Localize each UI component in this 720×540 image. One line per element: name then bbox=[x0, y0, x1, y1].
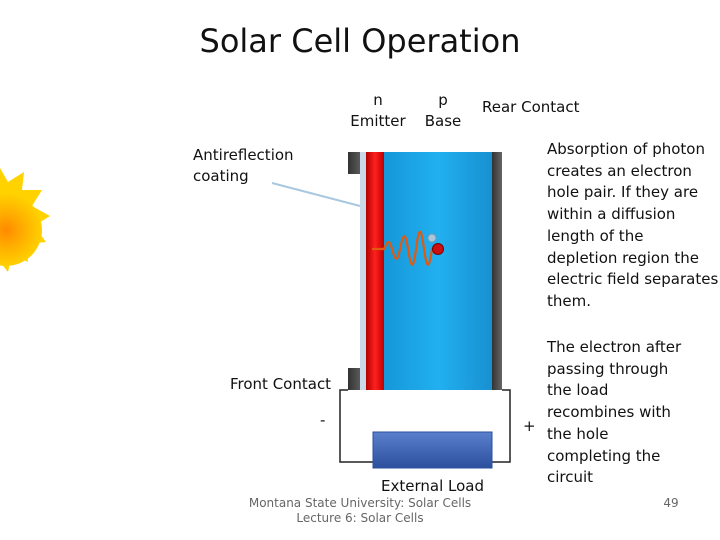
slide-title: Solar Cell Operation bbox=[199, 22, 521, 60]
recombination-note-line: The electron after bbox=[547, 338, 682, 356]
minus-label: - bbox=[320, 411, 326, 429]
antireflection-layer bbox=[360, 152, 366, 390]
absorption-note-line: depletion region the bbox=[547, 248, 699, 267]
p-label-top: p bbox=[438, 91, 448, 109]
absorption-note: Absorption of photon creates an electron… bbox=[547, 139, 719, 313]
recombination-note-line: recombines with bbox=[547, 403, 671, 422]
recombination-note-line: circuit bbox=[547, 468, 594, 487]
antireflection-label-line1: Antireflection bbox=[193, 146, 294, 164]
absorption-note-line: them. bbox=[547, 291, 591, 310]
plus-label: + bbox=[523, 417, 536, 435]
sun-icon bbox=[0, 168, 50, 272]
footer-line2: Lecture 6: Solar Cells bbox=[296, 511, 424, 525]
absorption-note-line: hole pair. If they are bbox=[547, 183, 699, 202]
wire-positive bbox=[492, 389, 511, 463]
n-emitter-layer bbox=[366, 152, 384, 390]
front-contact-label: Front Contact bbox=[230, 375, 332, 393]
external-load-box bbox=[372, 431, 493, 469]
external-load-label: External Load bbox=[381, 477, 484, 495]
emitter-label: Emitter bbox=[350, 112, 406, 130]
absorption-note-line: Absorption of photon bbox=[547, 140, 705, 158]
absorption-note-line: electric field separates bbox=[547, 270, 719, 289]
page-number: 49 bbox=[663, 496, 679, 510]
absorption-note-line: within a diffusion bbox=[547, 205, 676, 224]
p-label: p Base bbox=[418, 90, 468, 132]
absorption-note-line: length of the bbox=[547, 226, 644, 245]
base-label: Base bbox=[424, 112, 462, 130]
hole-icon bbox=[432, 243, 444, 255]
recombination-note: The electron after passing through the l… bbox=[547, 337, 719, 489]
n-label-top: n bbox=[373, 91, 383, 109]
wire-negative bbox=[339, 389, 373, 463]
rear-contact-label: Rear Contact bbox=[482, 98, 580, 116]
antireflection-label: Antireflection coating bbox=[193, 145, 294, 187]
recombination-note-line: the load bbox=[547, 381, 609, 400]
antireflection-label-line2: coating bbox=[193, 167, 249, 185]
absorption-note-line: creates an electron bbox=[547, 161, 692, 180]
p-base-layer bbox=[384, 152, 492, 390]
electron-icon bbox=[427, 233, 437, 243]
rear-contact-layer bbox=[492, 152, 502, 390]
recombination-note-line: the hole bbox=[547, 424, 609, 443]
footer-line1: Montana State University: Solar Cells bbox=[248, 496, 472, 510]
n-label: n Emitter bbox=[348, 90, 408, 132]
recombination-note-line: completing the bbox=[547, 446, 661, 465]
antireflection-pointer bbox=[271, 182, 361, 207]
recombination-note-line: passing through bbox=[547, 359, 669, 378]
slide-footer: Montana State University: Solar Cells Le… bbox=[230, 496, 490, 526]
photon-wave-icon bbox=[372, 230, 438, 266]
